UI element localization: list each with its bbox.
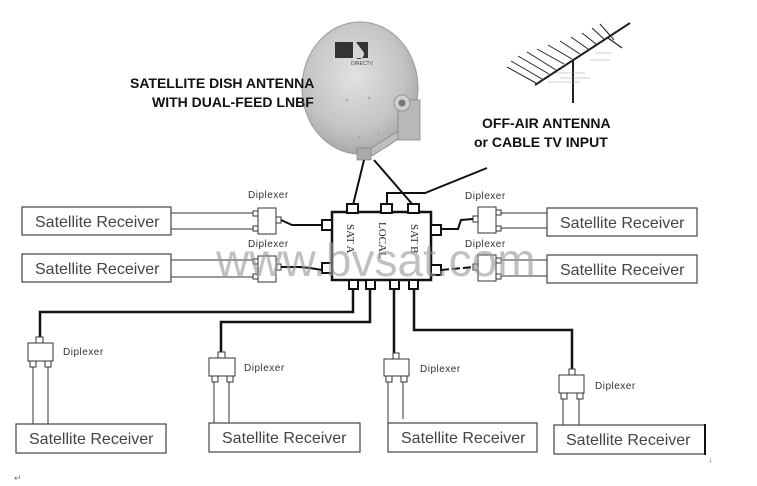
paragraph-mark: ↵ bbox=[14, 473, 22, 483]
receiver-label: Satellite Receiver bbox=[560, 262, 685, 279]
dish-brand-label: DIRECTV bbox=[351, 61, 374, 67]
diplexer-label: Diplexer bbox=[420, 364, 461, 375]
satellite-receiver: Satellite Receiver bbox=[21, 206, 172, 236]
multiswitch-port bbox=[321, 219, 333, 231]
diplexer-label: Diplexer bbox=[465, 191, 506, 202]
off-air-antenna-icon bbox=[506, 22, 631, 103]
dish-title-line2: WITH DUAL-FEED LNBF bbox=[152, 94, 314, 110]
multiswitch-port bbox=[407, 203, 420, 214]
diplexer bbox=[252, 255, 282, 283]
diplexer bbox=[472, 206, 502, 234]
multiswitch: SAT A LOCAL SAT B bbox=[321, 203, 442, 290]
receiver-label: Satellite Receiver bbox=[29, 431, 154, 448]
diplexer-label: Diplexer bbox=[63, 347, 104, 358]
receiver-label: Satellite Receiver bbox=[35, 214, 160, 231]
offair-title-line1: OFF-AIR ANTENNA bbox=[482, 115, 611, 131]
diplexer bbox=[208, 351, 236, 383]
diplexer-label: Diplexer bbox=[244, 363, 285, 374]
watermark-text: www.bvsat.com bbox=[215, 234, 536, 286]
diplexer bbox=[27, 336, 54, 368]
input-cables bbox=[352, 159, 488, 206]
receiver-label: Satellite Receiver bbox=[566, 432, 691, 449]
satellite-receiver: Satellite Receiver bbox=[15, 423, 167, 454]
offair-title-line2: or CABLE TV INPUT bbox=[474, 134, 608, 150]
port-label-local: LOCAL bbox=[376, 222, 388, 259]
satellite-receiver: Satellite Receiver bbox=[21, 253, 172, 283]
diplexer-label: Diplexer bbox=[465, 239, 506, 250]
satellite-receiver: Satellite Receiver bbox=[546, 254, 698, 284]
satellite-receiver: Satellite Receiver bbox=[546, 207, 698, 237]
multiswitch-port bbox=[346, 203, 359, 214]
diplexer-label: Diplexer bbox=[595, 381, 636, 392]
directv-logo: DIRECTV bbox=[335, 42, 374, 67]
end-mark: ↓ bbox=[708, 454, 713, 464]
satellite-receiver: Satellite Receiver bbox=[387, 422, 538, 453]
satellite-receiver: Satellite Receiver bbox=[208, 422, 361, 453]
receiver-label: Satellite Receiver bbox=[222, 430, 347, 447]
diplexer-label: Diplexer bbox=[248, 190, 289, 201]
satellite-receiver: Satellite Receiver bbox=[553, 424, 706, 455]
receiver-label: Satellite Receiver bbox=[401, 430, 526, 447]
multiswitch-port bbox=[321, 262, 333, 274]
diplexer bbox=[252, 207, 282, 235]
diplexer bbox=[558, 368, 585, 400]
satellite-dish-icon: DIRECTV bbox=[301, 21, 421, 161]
multiswitch-port bbox=[380, 203, 393, 214]
receiver-label: Satellite Receiver bbox=[35, 261, 160, 278]
receiver-label: Satellite Receiver bbox=[560, 215, 685, 232]
diplexer bbox=[383, 352, 410, 383]
port-label-sat-a: SAT A bbox=[344, 224, 356, 254]
diplexer bbox=[472, 254, 502, 282]
output-cables bbox=[38, 289, 574, 372]
dish-title-line1: SATELLITE DISH ANTENNA bbox=[130, 75, 314, 91]
diplexer-label: Diplexer bbox=[248, 239, 289, 250]
port-label-sat-b: SAT B bbox=[408, 224, 420, 253]
